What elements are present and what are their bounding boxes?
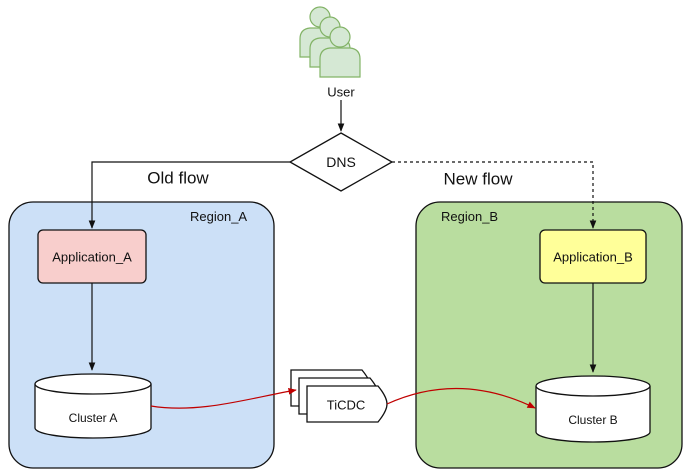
old-flow-arrow [88,161,290,229]
application-a-label: Application_A [52,249,132,265]
new-flow-arrow [392,161,597,229]
ticdc-label: TiCDC [326,397,366,413]
cluster-a-to-ticdc-arrow [150,387,297,409]
cluster-b-database-icon [535,375,651,443]
user-label: User [327,84,355,100]
region-b-label: Region_B [441,209,499,224]
users-icon [299,6,361,78]
dns-decision-node [288,132,394,192]
region-a-label: Region_A [190,209,248,224]
cluster-a-label: Cluster A [68,411,118,425]
old-flow-label: Old flow [147,168,209,188]
application-b-label: Application_B [553,249,633,265]
cluster-a-database-icon [34,373,152,439]
cluster-b-label: Cluster B [568,413,618,427]
dns-label: DNS [326,154,356,170]
ticdc-nodes-icon [290,369,388,423]
ticdc-to-cluster-b-arrow [386,387,536,409]
new-flow-label: New flow [443,169,513,189]
